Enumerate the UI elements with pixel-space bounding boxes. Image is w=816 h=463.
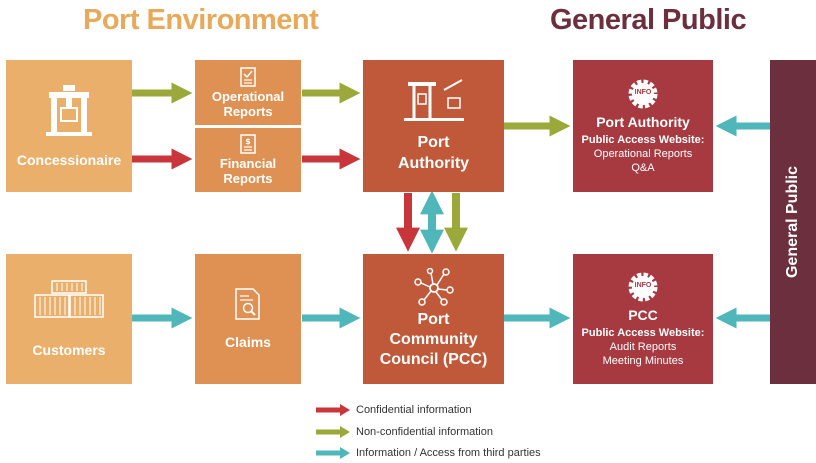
info-gear-icon: INFO [627,78,659,110]
legend-teal-arrow [316,447,350,459]
header-general-public: General Public [550,4,747,36]
claims-box: Claims [195,254,301,384]
pcc-box: Port Community Council (PCC) [363,254,504,384]
pcc-label: Port Community Council (PCC) [379,311,488,368]
info-badge-text: INFO [634,282,652,289]
legend-red-arrow [316,404,350,416]
operational-reports-label: Operational Reports [211,88,285,119]
general-public-bar-label: General Public [784,165,801,279]
public-pa-item: Q&A [631,162,655,174]
claims-label: Claims [225,334,271,350]
public-pa-subtitle: Public Access Website: [581,134,705,146]
report-dollar-icon: $ [240,134,256,154]
legend-label: Non-confidential information [356,426,493,438]
public-pa-item: Operational Reports [593,148,693,160]
network-hub-icon [413,268,454,306]
svg-text:$: $ [245,137,251,146]
general-public-bar: General Public [770,60,816,384]
port-authority-box: Port Authority [363,60,504,192]
legend-item-confidential: Confidential information [316,404,472,416]
legend-green-arrow [316,426,350,438]
public-pa-title: Port Authority [596,114,690,130]
info-badge-text: INFO [634,89,652,96]
document-search-icon [235,288,260,320]
financial-reports-label: Financial Reports [219,156,277,186]
info-gear-icon: INFO [627,271,659,303]
legend-item-nonconfidential: Non-confidential information [316,426,493,438]
public-pcc-title: PCC [628,307,658,323]
concessionaire-box: Concessionaire [6,60,132,192]
gantry-crane-icon [46,85,92,136]
customers-label: Customers [32,342,106,358]
legend-label: Information / Access from third parties [356,447,541,459]
concessionaire-label: Concessionaire [16,152,122,168]
customers-box: Customers [6,254,132,384]
public-pcc-subtitle: Public Access Website: [581,327,705,339]
report-check-icon [240,66,256,87]
header-port-environment: Port Environment [83,4,319,36]
port-cranes-icon [403,79,464,121]
public-pcc-item: Audit Reports [609,341,677,353]
financial-reports-box: $ Financial Reports [195,128,301,192]
public-pcc-item: Meeting Minutes [602,355,684,367]
containers-icon [34,280,104,318]
public-pa-box: INFO Port Authority Public Access Websit… [573,60,713,192]
operational-reports-box: Operational Reports [195,60,301,125]
legend-item-third-party: Information / Access from third parties [316,447,541,459]
legend-label: Confidential information [356,404,472,416]
public-pcc-box: INFO PCC Public Access Website: Audit Re… [573,254,713,384]
port-authority-label: Port Authority [397,134,470,172]
